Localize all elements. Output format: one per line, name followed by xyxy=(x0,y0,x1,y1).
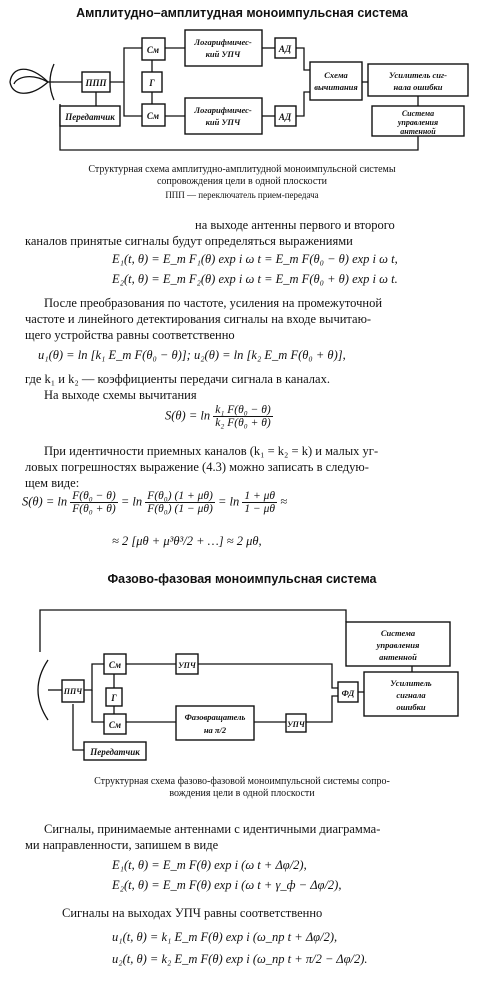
phase-det-label: ФД xyxy=(342,688,356,698)
antenna-ctrl2-label-2: управления xyxy=(376,640,420,650)
caption1-note: ППП — переключатель прием-передача xyxy=(165,190,319,200)
phase-shifter-label-2: на π/2 xyxy=(204,725,227,735)
p5-line3: щем виде: xyxy=(25,476,80,490)
eq4-numerator: k₁ F(θ₀ − θ) xyxy=(213,404,273,417)
block-diagram-2: ППЧ См Г См УПЧ Фазовращатель на π/2 УПЧ… xyxy=(37,609,459,761)
eq5-b: = ln xyxy=(120,494,143,509)
eq5-f1-den: F(θ₀ + θ) xyxy=(72,503,116,515)
caption2-line2: вождения цели в одной плоскости xyxy=(169,788,315,799)
error-amp-label-1: Усилитель сиг- xyxy=(389,70,447,80)
eq5-c: = ln xyxy=(217,494,240,509)
ifa-bottom-label-2: кий УПЧ xyxy=(206,117,241,127)
antenna-ctrl-label-3: антенной xyxy=(400,127,436,136)
caption1-line1: Структурная схема амплитудно-амплитудной… xyxy=(88,164,396,175)
error-amp2-label-1: Усилитель xyxy=(390,678,432,688)
eq2: E₂(t, θ) = E_m F₂(θ) exp i ω t = E_m F(θ… xyxy=(112,272,398,286)
mixer2-bottom-label: См xyxy=(109,720,121,730)
eq5-f1-num: F(θ₀ − θ) xyxy=(70,490,118,503)
det-top-label: АД xyxy=(278,44,292,54)
section1-heading: Амплитудно–амплитудная моноимпульсная си… xyxy=(76,6,408,20)
phase-shifter-label-1: Фазовращатель xyxy=(185,712,246,722)
ppp-block xyxy=(81,71,111,93)
eq6: ≈ 2 [μθ + μ³θ³/2 + …] ≈ 2 μθ, xyxy=(112,534,262,548)
eq5-fraction1: F(θ₀ − θ) F(θ₀ + θ) xyxy=(70,490,118,515)
error-amp2-label-3: ошибки xyxy=(396,702,426,712)
eq4: S(θ) = ln k₁ F(θ₀ − θ) k₂ F(θ₀ + θ) xyxy=(165,404,273,429)
p5-line1: При идентичности приемных каналов (k₁ = … xyxy=(44,444,379,458)
eq5-fraction3: 1 + μθ 1 − μθ xyxy=(242,490,278,515)
mixer-top-label: См xyxy=(147,45,159,55)
antenna-ctrl-label-1: Система xyxy=(402,109,434,118)
p2-line2: частоте и линейного детектирования сигна… xyxy=(25,312,372,326)
subtractor-label-2: вычитания xyxy=(314,82,358,92)
mixer2-top-label: См xyxy=(109,660,121,670)
subtractor-label-1: Схема xyxy=(324,70,348,80)
generator-label: Г xyxy=(148,78,155,88)
ppp-label: ППП xyxy=(84,78,107,88)
ifa2-top-label: УПЧ xyxy=(178,661,197,670)
p2-line1: После преобразования по частоте, усилени… xyxy=(44,296,383,310)
generator2-label: Г xyxy=(110,693,117,703)
ifa-top-label-2: кий УПЧ xyxy=(206,49,241,59)
antenna-ctrl-label-2: управления xyxy=(397,118,438,127)
p1-line1: на выходе антенны первого и второго xyxy=(195,218,395,232)
p5-line2: ловых погрешностях выражение (4.3) можно… xyxy=(25,460,369,474)
eq4-left: S(θ) = ln xyxy=(165,408,211,423)
det-bottom-label: АД xyxy=(278,112,292,122)
p4: На выходе схемы вычитания xyxy=(44,388,197,402)
eq5-f2-den: F(θ₀) (1 − μθ) xyxy=(147,503,213,515)
error-amp-label-2: нала ошибки xyxy=(393,82,442,92)
eq4-fraction: k₁ F(θ₀ − θ) k₂ F(θ₀ + θ) xyxy=(213,404,273,429)
eq5-f2-num: F(θ₀) (1 + μθ) xyxy=(145,490,215,503)
eq3: u₁(θ) = ln [k₁ E_m F(θ₀ − θ)]; u₂(θ) = l… xyxy=(38,348,346,362)
eq10: u₂(t, θ) = k₂ E_m F(θ) exp i (ω_пр t + π… xyxy=(112,952,368,966)
block-diagram-1: ППП Передатчик См Г См Логарифмичес- кий… xyxy=(9,29,469,151)
caption1-line2: сопровождения цели в одной плоскости xyxy=(156,176,328,187)
eq5-f3-den: 1 − μθ xyxy=(244,503,276,515)
transmitter2-label: Передатчик xyxy=(89,747,140,757)
eq1: E₁(t, θ) = E_m F₁(θ) exp i ω t = E_m F(θ… xyxy=(112,252,398,266)
ifa-bottom-label-1: Логарифмичес- xyxy=(193,105,252,115)
antenna-pattern-icon xyxy=(37,659,56,721)
section2-heading: Фазово-фазовая моноимпульсная система xyxy=(107,572,377,586)
eq8: E₂(t, θ) = E_m F(θ) exp i (ω t + γ_ф − Δ… xyxy=(112,878,342,892)
antenna-pattern-icon xyxy=(9,63,55,101)
p1-line2: каналов принятые сигналы будут определят… xyxy=(25,234,353,248)
antenna-ctrl2-label-3: антенной xyxy=(379,652,417,662)
p6-line2: ми направленности, запишем в виде xyxy=(25,838,219,852)
transmitter-label: Передатчик xyxy=(64,112,115,122)
eq4-denominator: k₂ F(θ₀ + θ) xyxy=(215,417,271,429)
p6-line1: Сигналы, принимаемые антеннами с идентич… xyxy=(44,822,381,836)
antenna-ctrl2-label-1: Система xyxy=(381,628,416,638)
p3: где k₁ и k₂ — коэффициенты передачи сигн… xyxy=(25,372,330,386)
eq5-fraction2: F(θ₀) (1 + μθ) F(θ₀) (1 − μθ) xyxy=(145,490,215,515)
error-amp2-label-2: сигнала xyxy=(396,690,426,700)
eq5-a: S(θ) = ln xyxy=(22,494,68,509)
caption2-line1: Структурная схема фазово-фазовой моноимп… xyxy=(94,776,390,787)
mixer-bottom-label: См xyxy=(147,111,159,121)
p2-line3: щего устройства равны соответственно xyxy=(25,328,235,342)
ifa2-bottom-label: УПЧ xyxy=(287,720,306,729)
ifa-top-label-1: Логарифмичес- xyxy=(193,37,252,47)
ppch-label: ППЧ xyxy=(63,687,83,696)
eq7: E₁(t, θ) = E_m F(θ) exp i (ω t + Δφ/2), xyxy=(112,858,307,872)
eq5: S(θ) = ln F(θ₀ − θ) F(θ₀ + θ) = ln F(θ₀)… xyxy=(22,490,287,515)
eq5-f3-num: 1 + μθ xyxy=(242,490,278,503)
eq9: u₁(t, θ) = k₁ E_m F(θ) exp i (ω_пр t + Δ… xyxy=(112,930,338,944)
eq5-d: ≈ xyxy=(280,494,288,509)
p7: Сигналы на выходах УПЧ равны соответстве… xyxy=(62,906,323,920)
